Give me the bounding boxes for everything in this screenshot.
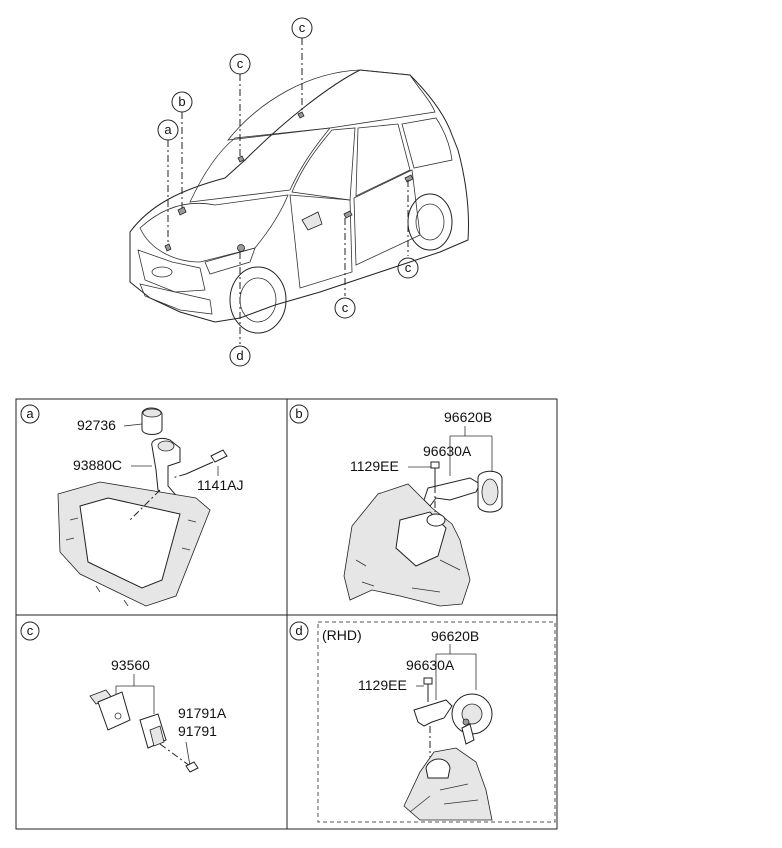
callout-d: d bbox=[229, 345, 251, 367]
callout-c-roof: c bbox=[291, 17, 313, 39]
part-92736: 92736 bbox=[77, 417, 116, 433]
part-96620B-rhd: 96620B bbox=[431, 628, 479, 644]
rhd-dashed-frame bbox=[317, 621, 556, 823]
panel-grid bbox=[15, 398, 558, 830]
panel-c: c 93560 91791A 91791 bbox=[20, 621, 227, 773]
svg-text:c: c bbox=[237, 56, 244, 71]
callout-c-rear-door: c bbox=[397, 257, 419, 279]
part-93880C: 93880C bbox=[73, 457, 122, 473]
panel-b: b 96620B 96630A 1129EE bbox=[289, 404, 503, 607]
svg-text:a: a bbox=[164, 122, 172, 137]
svg-text:c: c bbox=[342, 300, 349, 315]
part-96630A: 96630A bbox=[423, 443, 472, 459]
panel-b-letter: b bbox=[295, 406, 302, 421]
car-overview: c c b a c c d bbox=[129, 17, 469, 367]
svg-text:c: c bbox=[299, 20, 306, 35]
panel-c-letter: c bbox=[27, 623, 34, 638]
callout-b: b bbox=[171, 91, 193, 113]
callout-c-front-door: c bbox=[334, 297, 356, 319]
part-1141AJ: 1141AJ bbox=[197, 477, 243, 493]
part-96620B: 96620B bbox=[444, 409, 492, 425]
panel-a: a 92736 93880C 1141AJ bbox=[20, 404, 243, 607]
callout-a: a bbox=[157, 119, 179, 141]
panel-d-letter: d bbox=[295, 623, 302, 638]
panel-a-letter: a bbox=[26, 406, 34, 421]
svg-text:d: d bbox=[236, 348, 243, 363]
part-1129EE: 1129EE bbox=[350, 458, 399, 474]
part-1129EE-rhd: 1129EE bbox=[358, 677, 407, 693]
svg-text:b: b bbox=[178, 94, 185, 109]
part-91791A: 91791A bbox=[178, 705, 227, 721]
rhd-note: (RHD) bbox=[322, 627, 362, 643]
part-91791: 91791 bbox=[178, 723, 217, 739]
panel-d: d (RHD) 96620B 96630A 1129EE bbox=[289, 621, 556, 823]
svg-text:c: c bbox=[405, 260, 412, 275]
callout-c-windshield: c bbox=[229, 53, 251, 75]
part-96630A-rhd: 96630A bbox=[406, 657, 455, 673]
part-93560: 93560 bbox=[111, 657, 150, 673]
